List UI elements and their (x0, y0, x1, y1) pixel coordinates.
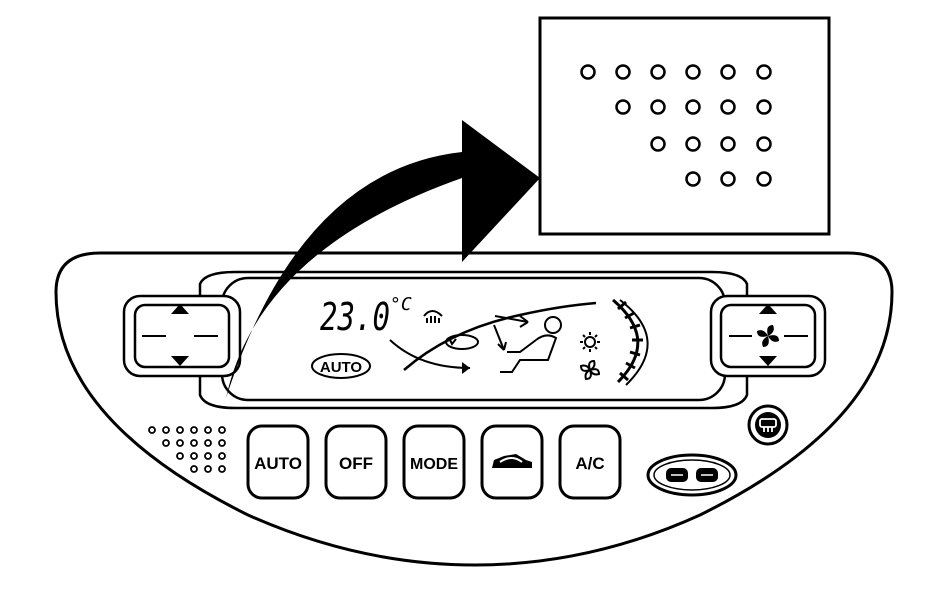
windshield-defog-icon (423, 310, 443, 323)
auto-button-label: AUTO (254, 454, 302, 473)
auto-indicator: AUTO (320, 359, 363, 376)
mode-button[interactable]: MODE (402, 424, 466, 500)
fan-down-icon[interactable] (759, 356, 777, 366)
off-button[interactable]: OFF (324, 424, 388, 500)
recirculation-car-icon (492, 454, 532, 468)
occupant-airflow-icon (493, 315, 562, 373)
auto-button[interactable]: AUTO (246, 424, 310, 500)
cabin-temperature-sensor (148, 426, 226, 473)
temperature-unit: °C (390, 294, 412, 315)
lower-airflow-arrow (389, 339, 471, 369)
recirculation-button[interactable] (480, 424, 544, 500)
airflow-arc (403, 301, 597, 371)
fan-status-icon (579, 359, 601, 381)
sensor-hole-pattern (580, 64, 772, 187)
auto-indicator-frame (311, 353, 371, 379)
ac-button[interactable]: A/C (558, 424, 622, 500)
off-button-label: OFF (339, 454, 373, 473)
button-row: AUTO OFF MODE A/C (246, 404, 789, 500)
sun-sensor-icon (580, 332, 600, 352)
sensor-detail-inset (538, 16, 831, 236)
temperature-up-icon[interactable] (171, 304, 189, 314)
fan-icon (757, 325, 779, 347)
recirculation-icon (445, 334, 479, 350)
rear-defogger-icon (759, 418, 777, 432)
fan-up-icon[interactable] (759, 304, 777, 314)
air-intake-switch[interactable] (646, 453, 738, 497)
fan-speed-control[interactable] (709, 294, 827, 378)
rear-defogger-button[interactable] (747, 404, 789, 446)
fan-speed-bargraph (612, 298, 649, 386)
ac-button-label: A/C (575, 454, 604, 473)
temperature-down-icon[interactable] (171, 356, 189, 366)
lcd-display: 23.0 °C AUTO (311, 294, 649, 386)
mode-button-label: MODE (410, 456, 458, 473)
temperature-readout: 23.0 (320, 295, 390, 339)
temperature-control[interactable] (122, 294, 242, 378)
